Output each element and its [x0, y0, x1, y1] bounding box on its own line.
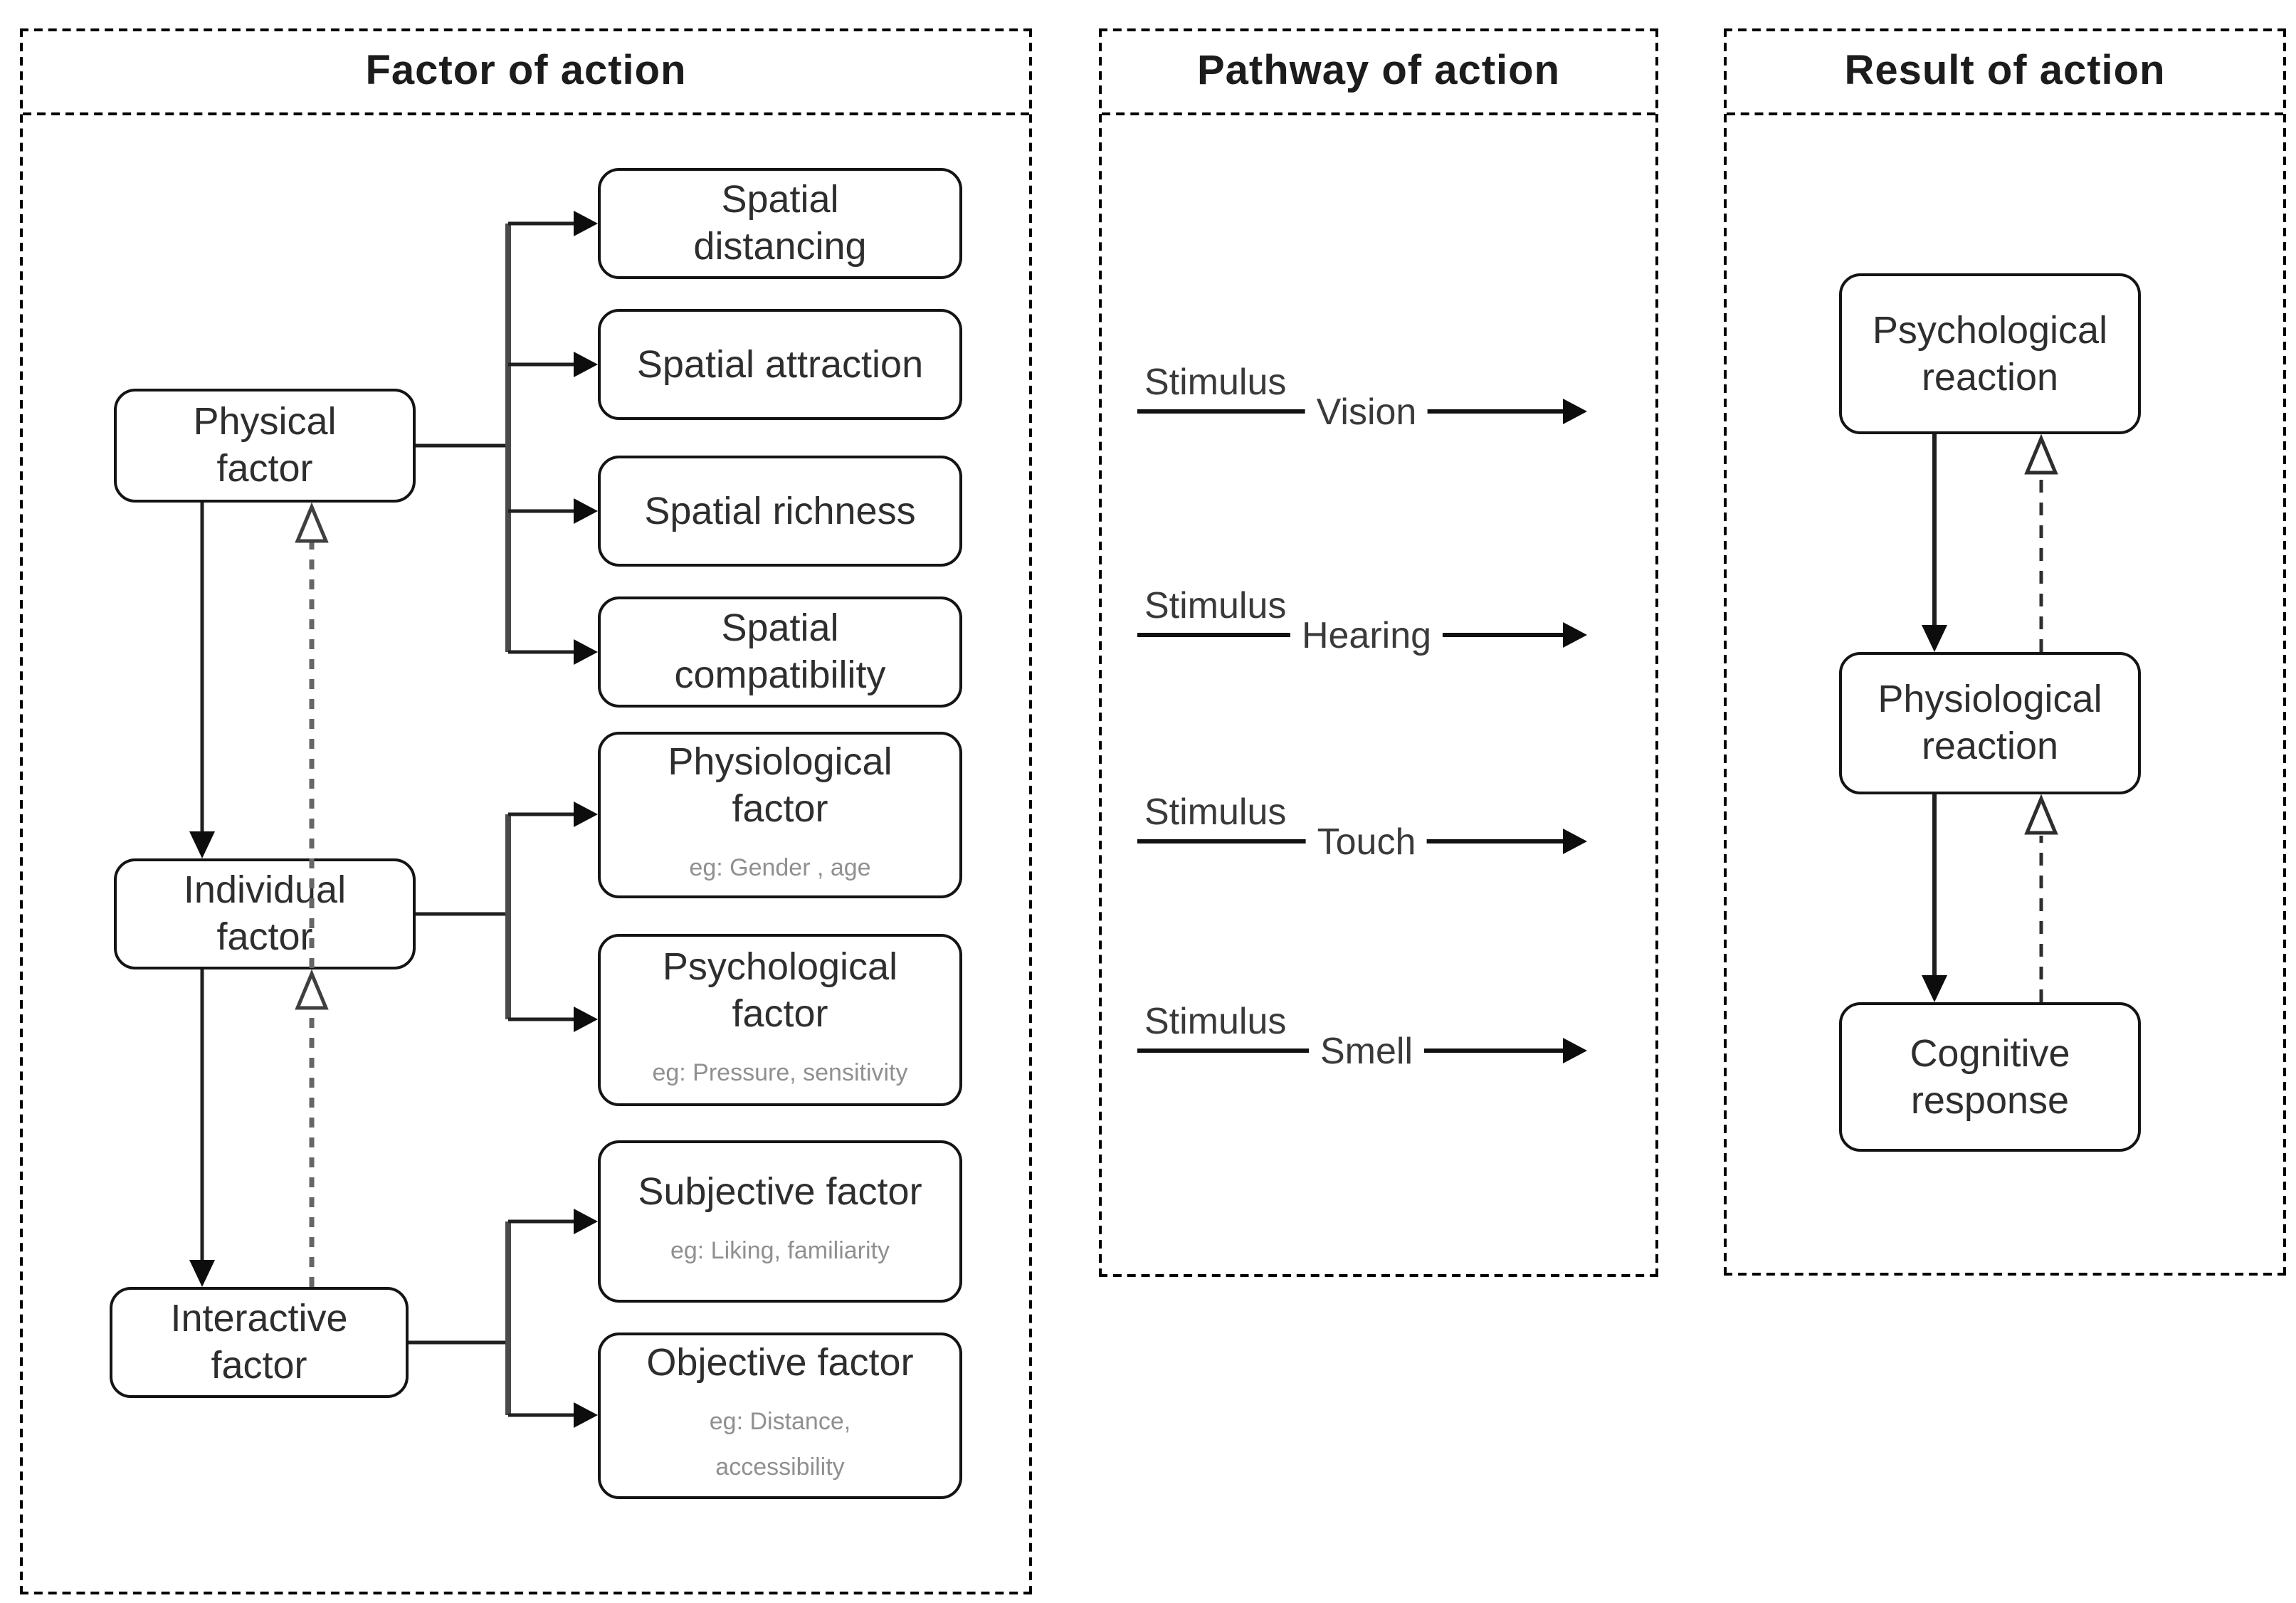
- node-label: Individual factor: [183, 868, 347, 958]
- node-cognitive-response: Cognitive response: [1839, 1002, 2141, 1152]
- node-subjective-factor: Subjective factor eg: Liking, familiarit…: [598, 1140, 962, 1303]
- node-label: Objective factor: [646, 1341, 914, 1384]
- node-example-text: eg: Gender , age: [689, 853, 871, 881]
- node-physiological-factor: Physiological factor eg: Gender , age: [598, 732, 962, 898]
- result-panel-title: Result of action: [1727, 31, 2283, 115]
- node-label: Physical factor: [193, 400, 337, 490]
- node-label: Physiological factor: [668, 740, 892, 830]
- node-spatial-richness: Spatial richness: [598, 456, 962, 567]
- node-example-text: eg: Distance, accessibility: [709, 1408, 851, 1481]
- node-interactive-factor: Interactive factor: [110, 1287, 409, 1398]
- node-spatial-distancing: Spatial distancing: [598, 168, 962, 279]
- stimulus-label-vision: Stimulus: [1144, 360, 1287, 403]
- node-psychological-factor: Psychological factor eg: Pressure, sensi…: [598, 934, 962, 1106]
- node-label: Cognitive response: [1910, 1031, 2070, 1121]
- stimulus-label-smell: Stimulus: [1144, 999, 1287, 1042]
- node-example-text: eg: Liking, familiarity: [670, 1236, 890, 1264]
- sense-label-touch: Touch: [1305, 817, 1428, 866]
- sense-label-hearing: Hearing: [1290, 611, 1443, 659]
- node-label: Spatial richness: [644, 489, 916, 532]
- node-individual-factor: Individual factor: [114, 858, 416, 969]
- pathway-panel-title: Pathway of action: [1102, 31, 1655, 115]
- node-spatial-attraction: Spatial attraction: [598, 309, 962, 420]
- node-spatial-compatibility: Spatial compatibility: [598, 596, 962, 708]
- node-label: Spatial distancing: [693, 178, 867, 268]
- node-label: Spatial compatibility: [674, 606, 886, 696]
- node-psychological-reaction: Psychological reaction: [1839, 273, 2141, 434]
- node-objective-factor: Objective factor eg: Distance, accessibi…: [598, 1333, 962, 1499]
- node-label: Interactive factor: [170, 1297, 348, 1387]
- node-physical-factor: Physical factor: [114, 389, 416, 503]
- node-example-text: eg: Pressure, sensitivity: [652, 1058, 908, 1086]
- node-label: Subjective factor: [638, 1170, 922, 1213]
- sense-label-vision: Vision: [1305, 387, 1428, 436]
- node-label: Spatial attraction: [636, 342, 924, 386]
- node-physiological-reaction: Physiological reaction: [1839, 652, 2141, 794]
- factor-panel-title: Factor of action: [23, 31, 1029, 115]
- sense-label-smell: Smell: [1308, 1026, 1425, 1075]
- node-label: Psychological reaction: [1872, 308, 2108, 398]
- node-label: Psychological factor: [662, 945, 898, 1035]
- stimulus-label-hearing: Stimulus: [1144, 584, 1287, 626]
- stimulus-label-touch: Stimulus: [1144, 790, 1287, 833]
- node-label: Physiological reaction: [1878, 678, 2102, 767]
